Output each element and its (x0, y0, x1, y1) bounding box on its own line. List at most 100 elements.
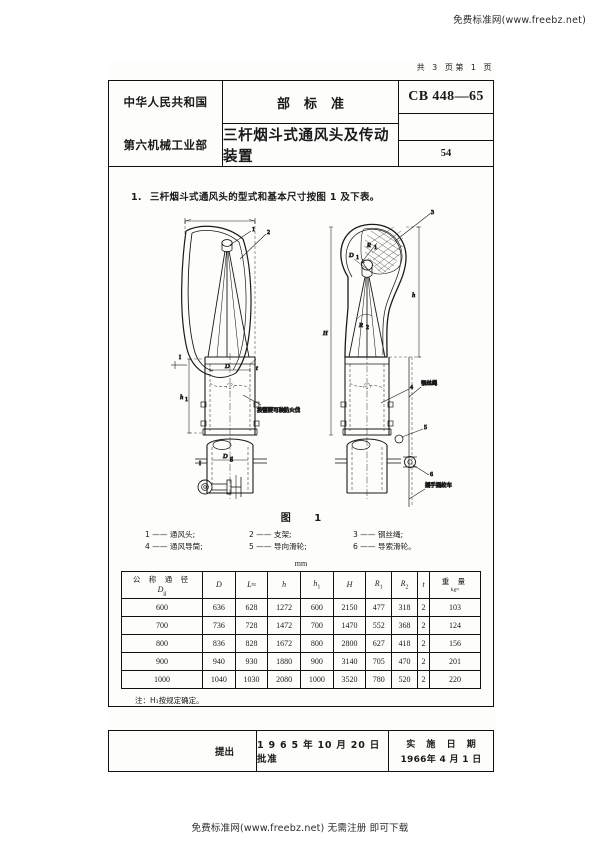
table-cell: 1470 (332, 616, 367, 636)
svg-text:1: 1 (185, 397, 188, 403)
clause-1: 1. 三杆烟斗式通风头的型式和基本尺寸按图 1 及下表。 (131, 189, 493, 203)
svg-text:2: 2 (366, 325, 369, 331)
legend-item-5: 5 —— 导向滑轮; (249, 541, 307, 551)
table-cell: 2 (416, 616, 431, 636)
table-cell: 900 (300, 652, 334, 672)
svg-text:1: 1 (252, 227, 255, 233)
effective-date-label: 实 施 日 期 (406, 740, 480, 750)
table-cell: 2800 (332, 634, 367, 654)
th-nominal-diameter: 公 称 通 径 Dg (121, 570, 203, 600)
table-cell: 700 (300, 616, 334, 636)
table-cell: 520 (391, 670, 418, 690)
th-t: t (416, 570, 431, 600)
page-number: 54 (440, 148, 452, 159)
svg-text:I: I (179, 355, 181, 361)
table-cell: 930 (234, 652, 269, 672)
table-cell: 780 (365, 670, 393, 690)
table-cell: 700 (121, 616, 203, 636)
svg-text:h: h (180, 394, 183, 401)
svg-text:t: t (256, 365, 258, 372)
svg-text:R: R (358, 322, 363, 329)
table-cell: 828 (234, 634, 269, 654)
standard-number: CB 448—65 (399, 81, 493, 114)
legend-row-2: 4 —— 通风导筒; 5 —— 导向滑轮; 6 —— 导索滑轮。 (109, 541, 493, 553)
figure-caption: 图 1 (280, 513, 332, 524)
effective-date-cell: 实 施 日 期 1966年 4 月 1 日 (389, 731, 493, 771)
table-cell: 900 (121, 652, 203, 672)
table-cell: 477 (365, 598, 393, 618)
standard-frame: 中华人民共和国 第六机械工业部 部标准 三杆烟斗式通风头及传动装置 CB 448… (108, 80, 494, 708)
table-note: 注：H₁按规定确定。 (135, 696, 204, 706)
table-cell: 3520 (332, 670, 367, 690)
table-cell: 800 (300, 634, 334, 654)
svg-text:摇手摇绞车: 摇手摇绞车 (425, 481, 453, 489)
table-cell: 220 (429, 670, 481, 690)
page-count-label: 共 3 页第 1 页 (416, 63, 494, 72)
table-cell: 318 (391, 598, 418, 618)
svg-text:R: R (366, 242, 371, 249)
technical-drawing: 1 2 (109, 207, 493, 507)
th-weight: 重 量 kg≈ (429, 570, 481, 600)
table-cell: 705 (365, 652, 393, 672)
document-sheet: 共 3 页第 1 页 中华人民共和国 第六机械工业部 部标准 三杆烟斗式通风头及… (108, 62, 496, 772)
table-cell: 728 (234, 616, 269, 636)
th-R2: R2 (391, 570, 418, 600)
document-body: 1. 三杆烟斗式通风头的型式和基本尺寸按图 1 及下表。 (109, 189, 493, 706)
legend-item-6: 6 —— 导索滑轮。 (353, 541, 416, 551)
table-cell: 201 (429, 652, 481, 672)
table-cell: 1672 (267, 634, 302, 654)
unit-label: mm (294, 558, 308, 568)
table-cell: 1000 (300, 670, 334, 690)
table-cell: 1880 (267, 652, 302, 672)
table-cell: 2 (416, 634, 431, 654)
footer-block: 提出 1 9 6 5 年 10 月 20 日批准 实 施 日 期 1966年 4… (108, 730, 494, 772)
issuer-column: 中华人民共和国 第六机械工业部 (109, 81, 223, 166)
th-L: L≈ (234, 570, 269, 600)
legend-item-4: 4 —— 通风导筒; (145, 541, 203, 551)
svg-text:D: D (348, 252, 354, 259)
svg-text:1: 1 (374, 245, 377, 251)
table-cell: 368 (391, 616, 418, 636)
clause-text: 三杆烟斗式通风头的型式和基本尺寸按图 1 及下表。 (149, 192, 380, 203)
bottom-watermark: 免费标准网(www.freebz.net) 无需注册 即可下载 (191, 823, 409, 834)
table-cell: 2 (416, 598, 431, 618)
figure-1-svg: 1 2 (171, 210, 453, 507)
svg-text:4: 4 (410, 385, 413, 391)
table-cell: 2 (416, 652, 431, 672)
table-cell: 600 (121, 598, 203, 618)
table-cell: 552 (365, 616, 393, 636)
table-cell: 628 (234, 598, 269, 618)
svg-text:H: H (322, 330, 328, 337)
table-cell: 627 (365, 634, 393, 654)
svg-text:h: h (412, 292, 415, 299)
clause-number: 1. (131, 192, 142, 203)
table-cell: 2080 (267, 670, 302, 690)
svg-text:5: 5 (424, 425, 427, 431)
th-H: H (332, 570, 367, 600)
table-cell: 600 (300, 598, 334, 618)
svg-text:钢丝绳: 钢丝绳 (421, 379, 438, 387)
legend-item-1: 1 —— 通风头; (145, 530, 196, 539)
table-cell: 1040 (202, 670, 236, 690)
proposed-by-cell: 提出 (109, 731, 257, 771)
effective-date-value: 1966年 4 月 1 日 (400, 755, 482, 765)
table-cell: 1030 (234, 670, 269, 690)
figure-legend: 1 —— 通风头; 2 —— 支架; 3 —— 钢丝绳; 4 —— 通风导筒; … (109, 529, 493, 553)
table-cell: 3140 (332, 652, 367, 672)
table-cell: 636 (202, 598, 236, 618)
table-cell: 103 (429, 598, 481, 618)
table-cell: 1000 (121, 670, 203, 690)
country-name: 中华人民共和国 (123, 95, 208, 110)
legend-row-1: 1 —— 通风头; 2 —— 支架; 3 —— 钢丝绳; (109, 529, 493, 541)
table-cell: 736 (202, 616, 236, 636)
table-cell: 2 (416, 670, 431, 690)
legend-item-2: 2 —— 支架; (249, 530, 292, 539)
th-D: D (202, 570, 236, 600)
th-R1: R1 (365, 570, 393, 600)
table-cell: 836 (202, 634, 236, 654)
